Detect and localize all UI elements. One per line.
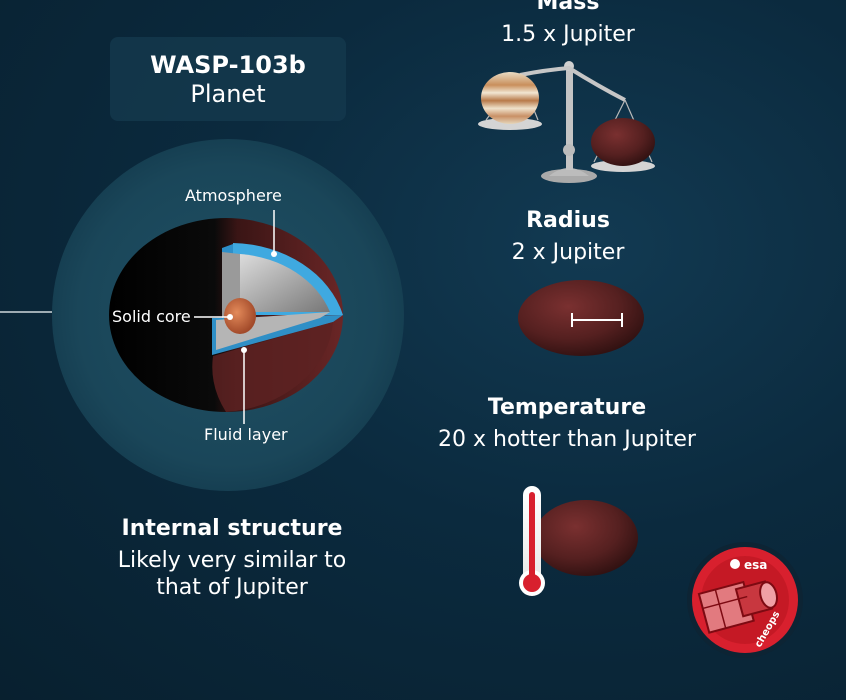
mass-value: 1.5 x Jupiter <box>501 22 635 47</box>
planet-title-box: WASP-103b Planet <box>110 37 346 121</box>
internal-structure-line2: that of Jupiter <box>156 575 308 600</box>
radius-value: 2 x Jupiter <box>511 240 625 265</box>
radius-planet <box>518 280 644 356</box>
temperature-value: 20 x hotter than Jupiter <box>438 427 696 452</box>
internal-structure-line1: Likely very similar to <box>117 548 347 573</box>
radius-marker <box>571 313 623 327</box>
mass-heading: Mass <box>536 0 600 15</box>
atmosphere-interior <box>240 254 330 312</box>
balance-scale <box>478 61 655 183</box>
radius-heading: Radius <box>526 208 610 233</box>
fluid-layer-label: Fluid layer <box>204 425 288 444</box>
planet-type: Planet <box>190 80 266 108</box>
solid-core-label: Solid core <box>112 307 191 326</box>
temperature-heading: Temperature <box>487 395 647 420</box>
jupiter-icon <box>481 72 539 124</box>
internal-structure-heading: Internal structure <box>121 516 343 541</box>
cheops-badge: esa cheops <box>687 542 803 658</box>
temperature-planet <box>534 500 638 576</box>
cross-section-planet <box>109 218 343 412</box>
atmosphere-label: Atmosphere <box>185 186 282 205</box>
esa-logo-text: esa <box>744 558 767 572</box>
thermometer-icon <box>519 486 545 596</box>
planet-name: WASP-103b <box>150 51 306 79</box>
wasp-planet-on-scale <box>591 118 655 166</box>
solid-core <box>224 298 256 334</box>
